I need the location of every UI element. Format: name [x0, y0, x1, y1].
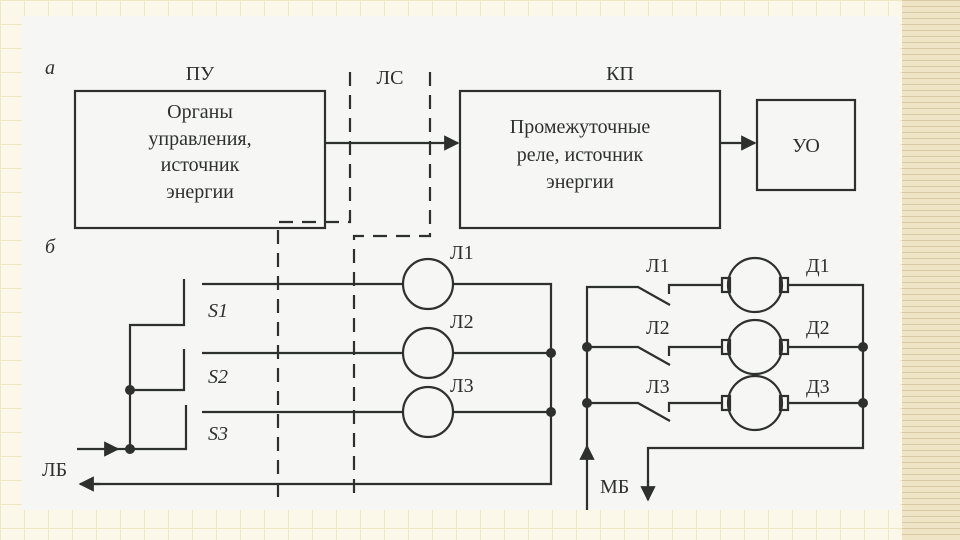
switch-label: S3	[208, 423, 228, 445]
pu-box	[73, 89, 327, 230]
contact-stub-2	[667, 345, 722, 356]
pu-line: источник	[161, 154, 240, 176]
motor-3	[720, 374, 790, 432]
relay-contact-2	[587, 345, 671, 366]
uo-title: УО	[792, 135, 820, 157]
label-a: а	[45, 57, 55, 79]
switch-label: S1	[208, 300, 228, 322]
junction-dot	[125, 385, 135, 395]
relay-label: Л1	[646, 255, 670, 277]
motor-label: Д1	[806, 255, 830, 277]
switch-s3	[130, 405, 188, 451]
relay-contact-1	[585, 285, 671, 448]
switch-s2	[130, 349, 186, 392]
kp-line: реле, источник	[517, 144, 644, 166]
kp-box	[458, 89, 722, 230]
contact-stub-3	[667, 401, 722, 412]
junction-dot	[546, 348, 556, 358]
uo-box	[755, 98, 857, 192]
lamp-label: Л1	[450, 242, 474, 264]
kp-line: энергии	[546, 171, 614, 193]
pu-line: управления,	[148, 128, 251, 150]
return-wire	[90, 282, 553, 486]
junction-dot	[582, 398, 592, 408]
lamp-3	[401, 385, 455, 439]
label-b: б	[45, 236, 56, 258]
pu-line: Органы	[167, 101, 233, 123]
relay-label: Л2	[646, 317, 670, 339]
ls-title: ЛС	[377, 67, 404, 89]
motor-label: Д3	[806, 376, 830, 398]
contact-stub-1	[667, 283, 722, 294]
pu-line: энергии	[166, 181, 234, 203]
switch-s1	[128, 279, 186, 449]
motor-return-wire	[646, 283, 865, 490]
switch-label: S2	[208, 366, 228, 388]
junction-dot	[546, 407, 556, 417]
motor-label: Д2	[806, 317, 830, 339]
junction-dot	[582, 342, 592, 352]
mb-label: МБ	[600, 476, 629, 498]
junction-dot	[125, 444, 135, 454]
lamp-label: Л2	[450, 311, 474, 333]
relay-contact-3	[587, 401, 671, 422]
kp-title: КП	[606, 63, 634, 85]
junction-dot	[858, 342, 868, 352]
relay-label: Л3	[646, 376, 670, 398]
lamp-1	[401, 257, 455, 311]
lamp-2	[401, 326, 455, 380]
motor-2	[720, 318, 790, 376]
ls-boundary-left	[276, 72, 352, 500]
ls-boundary-right	[352, 72, 432, 500]
motor-1	[720, 256, 790, 314]
kp-line: Промежуточные	[510, 116, 651, 138]
junction-dot	[858, 398, 868, 408]
pu-title: ПУ	[186, 63, 215, 85]
ruler	[902, 0, 960, 540]
lb-label: ЛБ	[42, 459, 67, 481]
lamp-label: Л3	[450, 375, 474, 397]
